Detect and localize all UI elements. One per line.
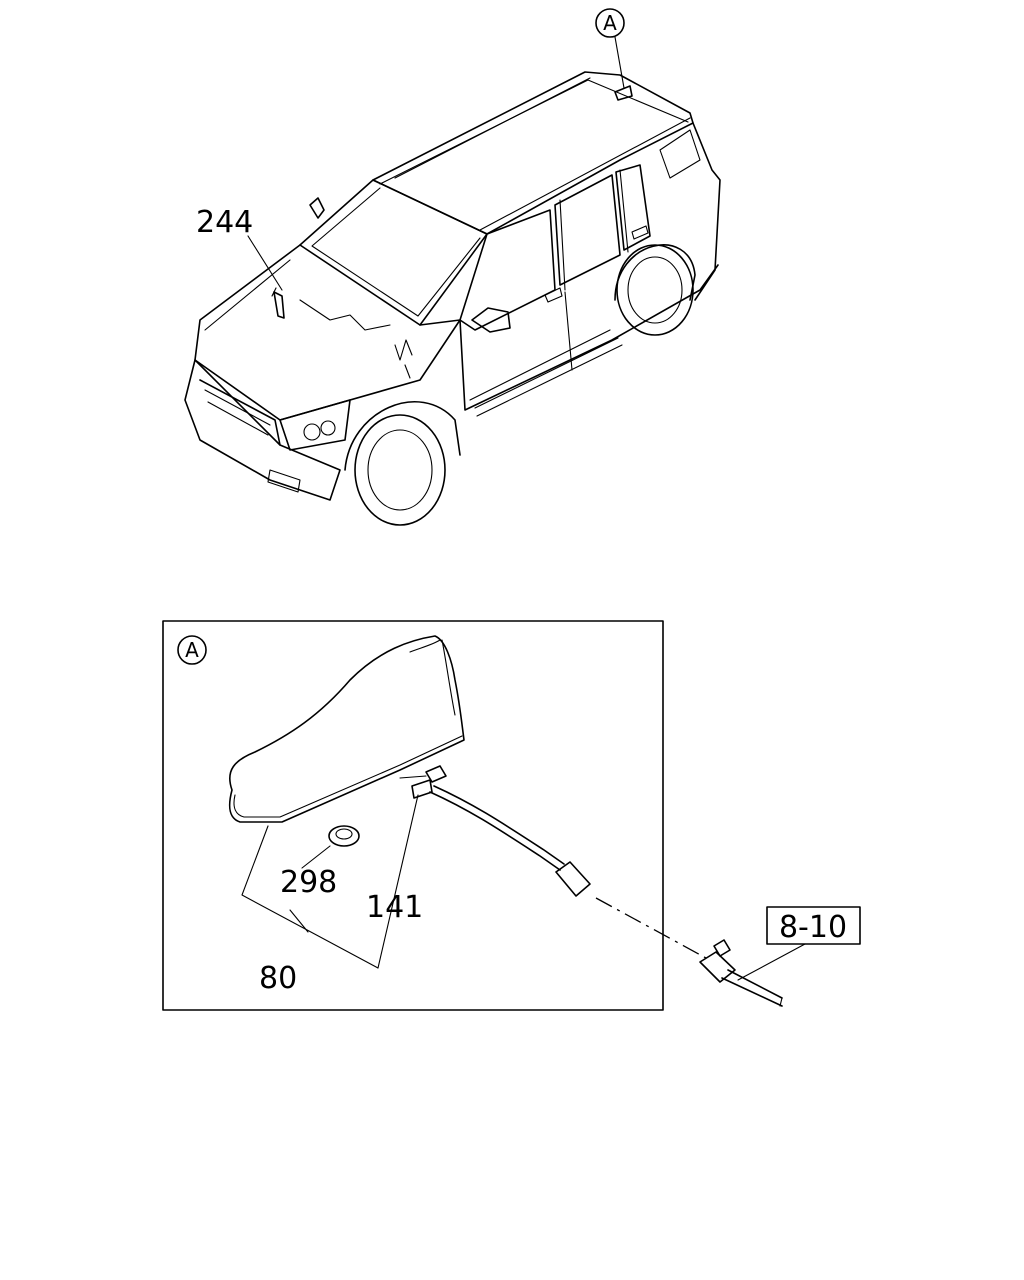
antenna-cable-edge [433,785,565,865]
leader-detail-a [614,36,625,89]
detail-box [162,620,664,1011]
antenna-cable [429,791,561,871]
reference-label[interactable]: 8-10 [779,910,847,945]
grommet-inner [335,828,353,840]
leader-141 [377,794,419,969]
detail-marker-box: A [185,638,199,662]
detail-marker-top: A [603,11,617,35]
leader-8-10 [737,943,806,981]
grommet [328,825,360,847]
reference-box [766,906,861,945]
detail-marker-circle-top [595,8,625,38]
leader-298 [301,845,331,869]
suv-illustration [184,71,721,526]
connection-dashline [595,897,707,959]
cable-plug [555,861,591,897]
leader-80-group [241,825,379,969]
callout-80: 80 [259,961,297,996]
callout-298: 298 [280,865,337,900]
leader-80 [289,909,309,933]
detail-marker-circle-box [177,635,207,665]
callout-141: 141 [366,890,423,925]
shark-fin-antenna [228,635,465,823]
harness-connector [699,939,783,1007]
antenna-connector [399,765,447,799]
callout-244: 244 [196,205,253,240]
leader-244 [247,235,283,291]
